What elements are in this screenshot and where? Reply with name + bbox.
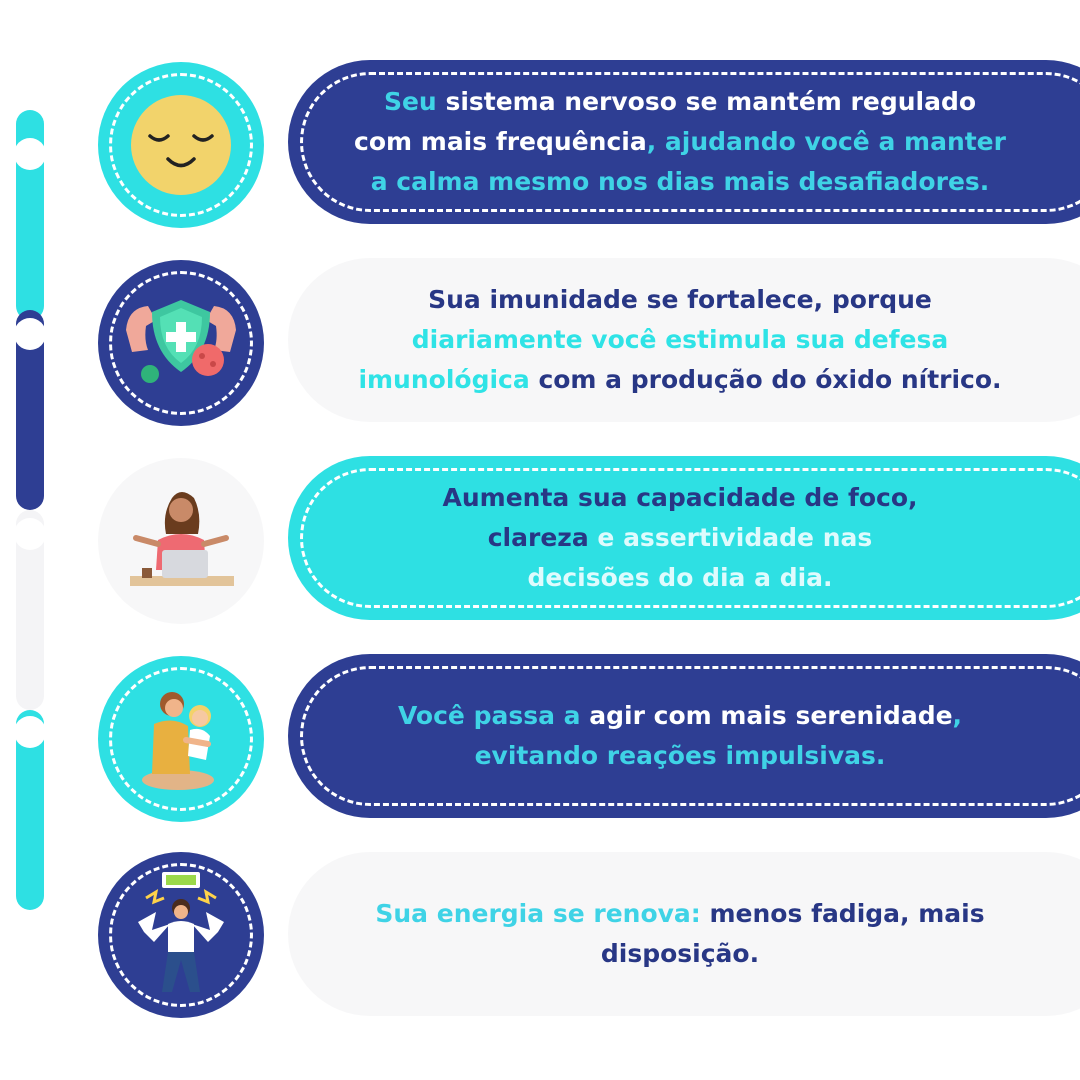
- timeline-node: [14, 918, 46, 950]
- sleeping-face-icon: [98, 62, 264, 228]
- benefit-card-3: [288, 456, 1080, 620]
- benefit-text-4: Você passa a agir com mais serenidade, e…: [397, 701, 963, 770]
- energy-battery-person-icon: [98, 852, 264, 1018]
- benefit-card-4: [288, 654, 1080, 818]
- timeline-node: [14, 318, 46, 350]
- timeline-node: [14, 138, 46, 170]
- benefit-text-5: Sua energia se renova: menos fadiga, mai…: [375, 899, 985, 968]
- timeline-node: [14, 518, 46, 550]
- timeline-node: [14, 716, 46, 748]
- parent-hugging-child-icon: [98, 656, 264, 822]
- benefit-card-5: [288, 852, 1080, 1016]
- benefit-card-2: [288, 258, 1080, 422]
- meditating-woman-laptop-icon: [98, 458, 264, 624]
- benefit-text-1: Seu sistema nervoso se mantém regulado c…: [354, 87, 1006, 196]
- benefit-card-1: [288, 60, 1080, 224]
- timeline-bar: [14, 110, 46, 950]
- immunity-shield-icon: [98, 260, 264, 426]
- benefit-text-3: Aumenta sua capacidade de foco, clareza …: [442, 483, 918, 592]
- benefit-text-2: Sua imunidade se fortalece, porque diari…: [358, 285, 1002, 394]
